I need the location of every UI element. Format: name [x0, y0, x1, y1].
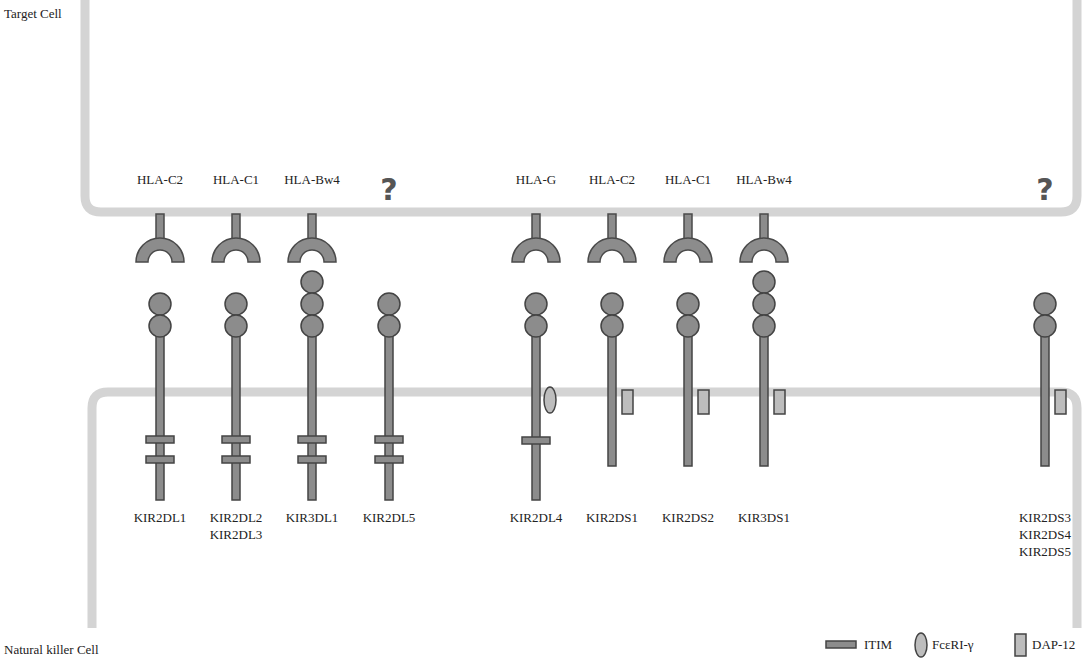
- ligand-label: HLA-Bw4: [284, 172, 340, 188]
- ligand: [136, 214, 184, 262]
- receptor: [677, 293, 709, 466]
- receptor-label: KIR2DL2: [210, 510, 263, 526]
- ligand-label: HLA-C2: [137, 172, 183, 188]
- receptor: [298, 271, 326, 500]
- receptor: [522, 293, 556, 500]
- receptor-label: KIR2DS5: [1019, 544, 1071, 560]
- receptor: [375, 293, 403, 500]
- receptor: [753, 271, 785, 466]
- legend-label: ITIM: [864, 637, 892, 653]
- receptor-label: KIR2DL4: [510, 510, 563, 526]
- ligand-label: HLA-C1: [665, 172, 711, 188]
- receptor-label: KIR2DS3: [1019, 510, 1071, 526]
- ligand: [212, 214, 260, 262]
- unknown-ligand: ?: [1036, 175, 1053, 205]
- receptor-label: KIR2DS2: [662, 510, 714, 526]
- receptor-label: KIR3DL1: [286, 510, 339, 526]
- dap-sample: [1015, 634, 1026, 656]
- ligand: [664, 214, 712, 262]
- receptor: [1034, 293, 1066, 466]
- receptor-label: KIR2DL3: [210, 527, 263, 543]
- receptor: [601, 293, 633, 466]
- receptor-label: KIR2DL1: [134, 510, 187, 526]
- target-membrane: [85, 0, 1077, 212]
- receptor-label: KIR3DS1: [738, 510, 790, 526]
- ligand: [512, 214, 560, 262]
- itim-sample: [826, 641, 856, 648]
- ligand-label: HLA-C1: [213, 172, 259, 188]
- receptor-label: KIR2DL5: [363, 510, 416, 526]
- cell-label: Target Cell: [4, 6, 62, 22]
- ligand: [288, 214, 336, 262]
- receptor-label: KIR2DS1: [586, 510, 638, 526]
- ligand-label: HLA-C2: [589, 172, 635, 188]
- ligand: [740, 214, 788, 262]
- unknown-ligand: ?: [380, 175, 397, 205]
- ligand: [588, 214, 636, 262]
- ligand-label: HLA-Bw4: [736, 172, 792, 188]
- receptor: [146, 293, 174, 500]
- receptor-label: KIR2DS4: [1019, 527, 1071, 543]
- cell-label: Natural killer Cell: [4, 642, 99, 658]
- fc-sample: [915, 633, 927, 657]
- legend-label: DAP-12: [1032, 637, 1075, 653]
- legend-label: FcεRI-γ: [932, 637, 974, 653]
- receptor: [222, 293, 250, 500]
- ligand-label: HLA-G: [516, 172, 556, 188]
